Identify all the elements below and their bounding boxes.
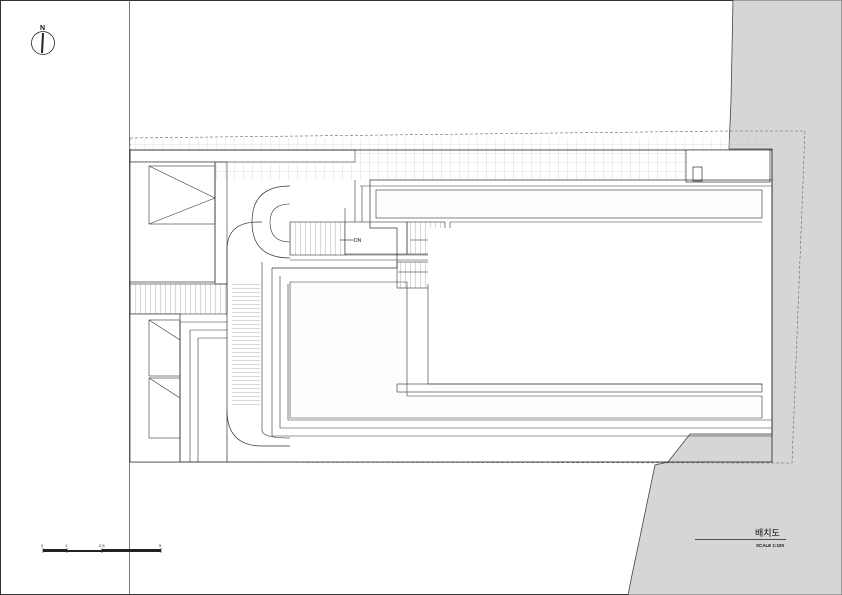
dn-label-upper-left: DN [354, 238, 362, 244]
curved-wall-outer [226, 221, 262, 462]
courtyard-edge [449, 221, 762, 228]
stair-left-horizontal [129, 283, 228, 315]
room-lower-diag [148, 319, 181, 341]
room-upper-diag-2 [148, 197, 216, 225]
stair-upper-run [289, 221, 346, 256]
pool-water [289, 281, 763, 419]
pool-wall-l2 [279, 276, 772, 429]
wall-band-3 [197, 337, 227, 462]
grid-paving-top-band [129, 149, 356, 163]
corridor-strip [214, 161, 228, 285]
round-stair-outer [251, 185, 291, 259]
drawing-title: 배치도 [755, 527, 780, 538]
room-lower-left [129, 313, 181, 463]
pool-wall-l [271, 268, 772, 437]
lower-channel [396, 383, 763, 393]
drawing-scale: SCALE 1:100 [756, 543, 785, 548]
wall-band-2 [189, 329, 227, 462]
scale-tick-2: 2.5 [99, 543, 105, 548]
wall-band-1 [179, 321, 227, 462]
stair-vertical-curve [232, 282, 260, 406]
north-arrow: N [31, 25, 55, 55]
scale-tick-0: 0 [41, 543, 44, 548]
title-block: 배치도 SCALE 1:100 [695, 527, 786, 548]
pool-upper-water [375, 189, 763, 219]
scale-tick-3: 5 [159, 543, 162, 548]
room-lower-diag-2 [148, 377, 181, 399]
curved-wall-lower [226, 409, 290, 447]
scale-bar: 0 1 2.5 5 [41, 543, 162, 553]
round-stair-inner [269, 203, 291, 243]
site-boundary [129, 130, 806, 464]
pool-wall-l3 [287, 284, 772, 421]
gate-post [692, 166, 703, 182]
room-upper-left [129, 161, 216, 283]
curved-wall-inner [261, 262, 291, 439]
inner-courtyard [428, 228, 762, 384]
scale-tick-1: 1 [65, 543, 68, 548]
pool-outer-wall [272, 179, 772, 269]
north-letter: N [40, 25, 45, 32]
room-upper-diag [148, 165, 216, 199]
